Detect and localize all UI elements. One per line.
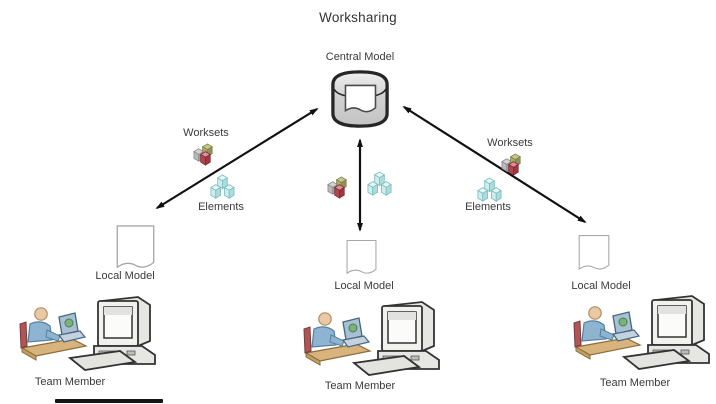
elements-icon-middle [366, 171, 393, 198]
team-member-label-right: Team Member [599, 377, 671, 389]
local-model-icon-middle [342, 239, 381, 277]
local-model-icon-right [575, 234, 613, 273]
worksets-label-left: Worksets [183, 127, 229, 139]
arrow-left-sync [155, 108, 319, 209]
team-member-icon-left [14, 294, 156, 378]
local-model-label-middle: Local Model [334, 280, 394, 292]
local-model-label-left: Local Model [95, 270, 155, 282]
elements-icon-left [209, 174, 236, 201]
elements-icon-right [476, 177, 503, 204]
elements-label-left: Elements [198, 201, 244, 213]
worksets-label-right: Worksets [487, 137, 533, 149]
team-member-label-left: Team Member [34, 376, 106, 388]
worksets-icon-middle [326, 175, 351, 200]
team-member-label-middle: Team Member [324, 380, 396, 392]
central-model-icon [329, 69, 391, 129]
diagram-title: Worksharing [319, 10, 397, 25]
progress-bar-fragment [55, 399, 163, 403]
worksets-icon-right [500, 152, 525, 177]
worksets-icon-left [192, 142, 217, 167]
team-member-icon-right [568, 293, 710, 377]
local-model-icon-left [114, 224, 157, 272]
local-model-label-right: Local Model [571, 280, 631, 292]
central-model-label: Central Model [325, 51, 395, 63]
elements-label-right: Elements [465, 201, 511, 213]
team-member-icon-middle [298, 299, 440, 383]
